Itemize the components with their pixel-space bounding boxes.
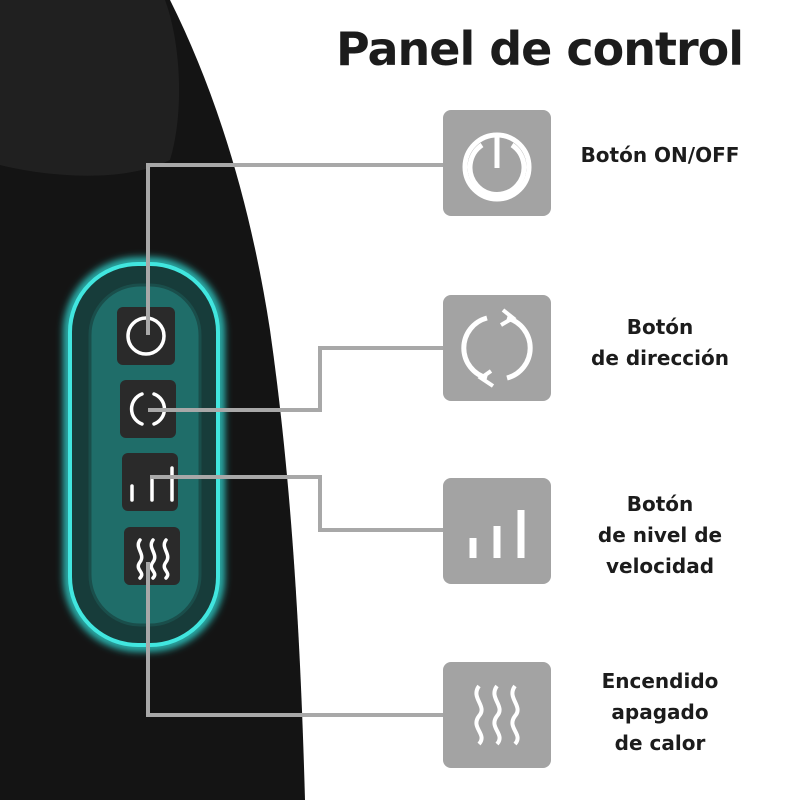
- device-top-band: [0, 0, 180, 176]
- label-line: Encendido: [601, 669, 719, 693]
- device-speed-button[interactable]: [122, 453, 178, 511]
- label-line: de nivel de: [597, 523, 723, 547]
- label-line: Botón: [626, 492, 694, 516]
- page-title: Panel de control: [336, 22, 744, 76]
- power-icon: [443, 110, 551, 216]
- callout-lines: [146, 163, 443, 717]
- label-line: velocidad: [605, 554, 715, 578]
- speed-level-icon: [443, 478, 551, 584]
- label-line: Botón: [626, 315, 694, 339]
- device-heat-button[interactable]: [124, 527, 180, 585]
- direction-icon: [443, 295, 551, 401]
- label-line: Botón ON/OFF: [580, 143, 740, 167]
- label-line: de dirección: [591, 346, 729, 370]
- label-direction: Botón de dirección: [565, 312, 755, 374]
- heat-icon: [443, 662, 551, 768]
- label-power: Botón ON/OFF: [565, 140, 755, 171]
- label-line: de calor: [614, 731, 706, 755]
- label-speed: Botón de nivel de velocidad: [565, 489, 755, 582]
- label-line: apagado: [611, 700, 709, 724]
- label-heat: Encendido apagado de calor: [565, 666, 755, 759]
